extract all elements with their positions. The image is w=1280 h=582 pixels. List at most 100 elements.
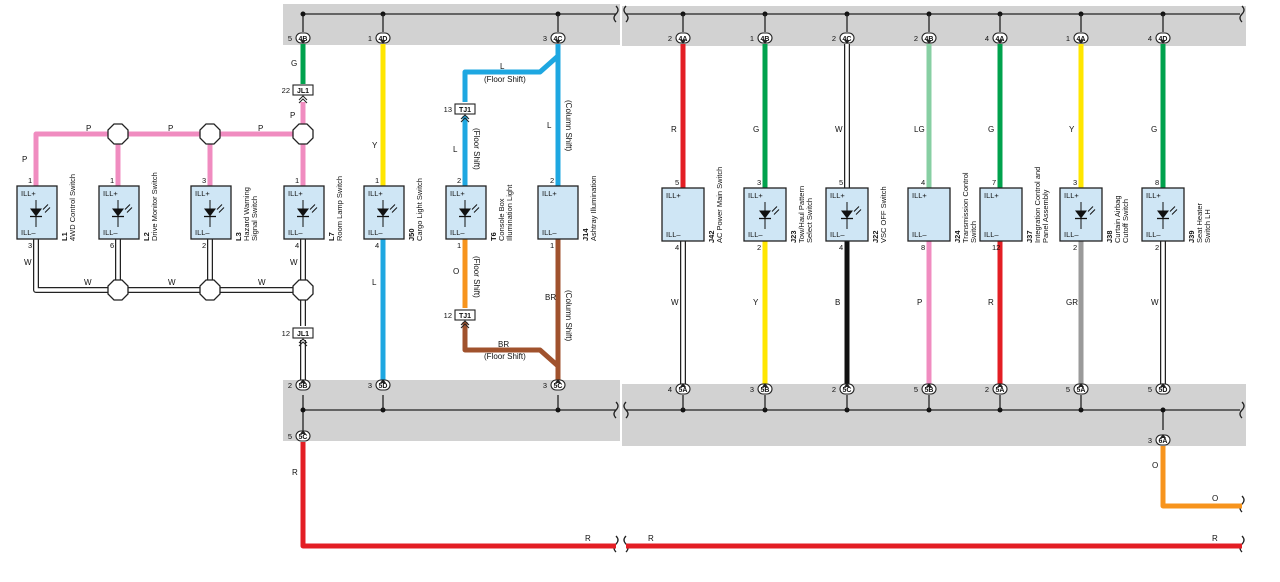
wire-label: G (988, 125, 994, 134)
terminal-label: ILL– (21, 228, 36, 237)
terminal-label: ILL+ (21, 189, 36, 198)
wire-label-rotated: (Column Shift) (564, 100, 573, 151)
component-name: J14Ashtray Illumination (581, 176, 598, 241)
pin-number: 1 (550, 241, 554, 250)
svg-text:5: 5 (1066, 385, 1070, 394)
pin-number: 4 (375, 241, 379, 250)
svg-text:4C: 4C (554, 36, 563, 43)
terminal-label: ILL– (195, 228, 210, 237)
wire-label: W (258, 278, 266, 287)
pin-number: 3 (757, 178, 761, 187)
wire-label: W (1151, 298, 1159, 307)
wire-label: W (24, 258, 32, 267)
svg-text:4D: 4D (1159, 36, 1168, 43)
terminal-label: ILL+ (542, 189, 557, 198)
component-box (16, 185, 58, 240)
svg-text:4A: 4A (1077, 36, 1086, 43)
led-icon (112, 200, 133, 227)
terminal-label: ILL– (912, 230, 927, 239)
wire-label: G (753, 125, 759, 134)
svg-text:4B: 4B (925, 36, 934, 43)
wire-label: R (585, 534, 591, 543)
rotated-wire-labels: (Floor Shift) (Floor Shift) (Column Shif… (472, 100, 573, 341)
svg-text:5D: 5D (379, 383, 388, 390)
component-box (979, 187, 1023, 242)
component-box (661, 187, 705, 242)
wire-label: R (671, 125, 677, 134)
svg-text:5C: 5C (554, 383, 563, 390)
terminal-label: ILL– (368, 228, 383, 237)
wire-label: O (453, 267, 459, 276)
terminal-label: ILL+ (912, 191, 927, 200)
led-icon (759, 202, 780, 229)
wire-label: GR (1066, 298, 1078, 307)
svg-text:4B: 4B (299, 36, 308, 43)
connector-4d: 4D1 (368, 32, 391, 44)
wire-label: (Floor Shift) (484, 352, 526, 361)
svg-text:22: 22 (282, 86, 290, 95)
pin-number: 6 (110, 241, 114, 250)
pin-number: 4 (675, 243, 679, 252)
svg-text:5A: 5A (679, 387, 688, 394)
connector-5c: 5C2 (832, 383, 855, 395)
terminal-label: ILL– (1064, 230, 1079, 239)
component-name: L3Hazard WarningSignal Switch (234, 187, 259, 241)
wire-label: Y (753, 298, 759, 307)
pin-number: 2 (757, 243, 761, 252)
bus-lines (302, 13, 1240, 434)
led-icon (297, 200, 318, 227)
wire-label: P (917, 298, 922, 307)
svg-text:13: 13 (444, 105, 452, 114)
connector-4b: 4B1 (750, 32, 773, 44)
svg-text:4A: 4A (679, 36, 688, 43)
svg-text:1: 1 (750, 34, 754, 43)
component-name: J37Integration Control andPanel Assembly (1025, 167, 1050, 243)
terminal-label: ILL– (103, 228, 118, 237)
band-bottom-right (622, 384, 1246, 446)
band-top-left (283, 4, 620, 45)
wire-label: P (258, 124, 263, 133)
svg-text:5: 5 (288, 432, 292, 441)
component-name: L14WD Control Switch (60, 174, 77, 241)
svg-text:5B: 5B (761, 387, 770, 394)
component-name: J39Seat HeaterSwitch LH (1187, 202, 1212, 243)
svg-text:5C: 5C (299, 434, 308, 441)
connector-5a: 5A 4 (668, 383, 691, 395)
svg-text:1: 1 (1066, 34, 1070, 43)
pin-number: 1 (110, 176, 114, 185)
pin-number: 4 (839, 243, 843, 252)
junction-octagon (107, 123, 129, 145)
pin-number: 3 (28, 241, 32, 250)
terminal-label: ILL+ (1146, 191, 1161, 200)
pin-number: 2 (1155, 243, 1159, 252)
terminal-label: ILL+ (195, 189, 210, 198)
wire-label: P (22, 155, 27, 164)
pin-number: 2 (1073, 243, 1077, 252)
terminal-label: ILL– (450, 228, 465, 237)
pin-number: 3 (1073, 178, 1077, 187)
octagon-junctions (107, 123, 314, 301)
wire-label: BR (498, 340, 509, 349)
wire-label: LG (914, 125, 925, 134)
connector-5d: 5D5 (1148, 383, 1171, 395)
pin-number: 4 (921, 178, 925, 187)
wire-label: P (86, 124, 91, 133)
svg-text:4: 4 (668, 385, 672, 394)
svg-text:2: 2 (668, 34, 672, 43)
svg-text:JL1: JL1 (297, 331, 309, 338)
wire-label: P (290, 111, 295, 120)
pin-number: 8 (921, 243, 925, 252)
connector-4d: 4D4 (1148, 32, 1171, 44)
component-name: J38Curtain AirbagCutoff Switch (1105, 195, 1130, 243)
